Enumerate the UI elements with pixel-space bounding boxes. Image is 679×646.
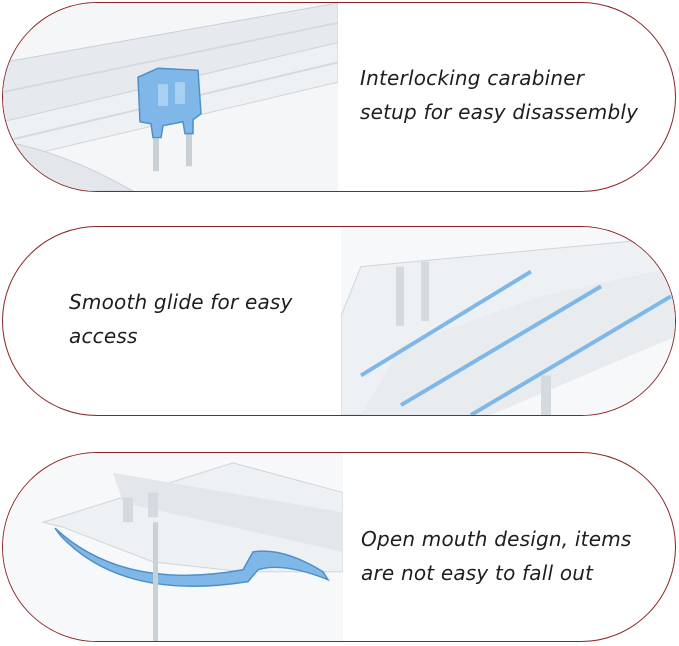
carabiner-caption: Interlocking carabiner setup for easy di… (360, 61, 660, 129)
open-mouth-caption: Open mouth design, items are not easy to… (361, 522, 661, 590)
caption-line: setup for easy disassembly (360, 100, 639, 124)
caption-line: are not easy to fall out (361, 561, 594, 585)
caption-line: Interlocking carabiner (360, 66, 585, 90)
caption-line: Smooth glide for easy (69, 290, 293, 314)
caption-line: Open mouth design, items (361, 527, 632, 551)
drawer-glide-photo (341, 227, 675, 415)
feature-panel-carabiner: Interlocking carabiner setup for easy di… (2, 2, 676, 192)
open-mouth-tray-photo (3, 453, 343, 641)
glide-caption: Smooth glide for easy access (69, 285, 329, 353)
carabiner-clip-photo (3, 3, 338, 191)
feature-panel-glide: Smooth glide for easy access (2, 226, 676, 416)
caption-line: access (69, 324, 138, 348)
feature-panel-open-mouth: Open mouth design, items are not easy to… (2, 452, 676, 642)
